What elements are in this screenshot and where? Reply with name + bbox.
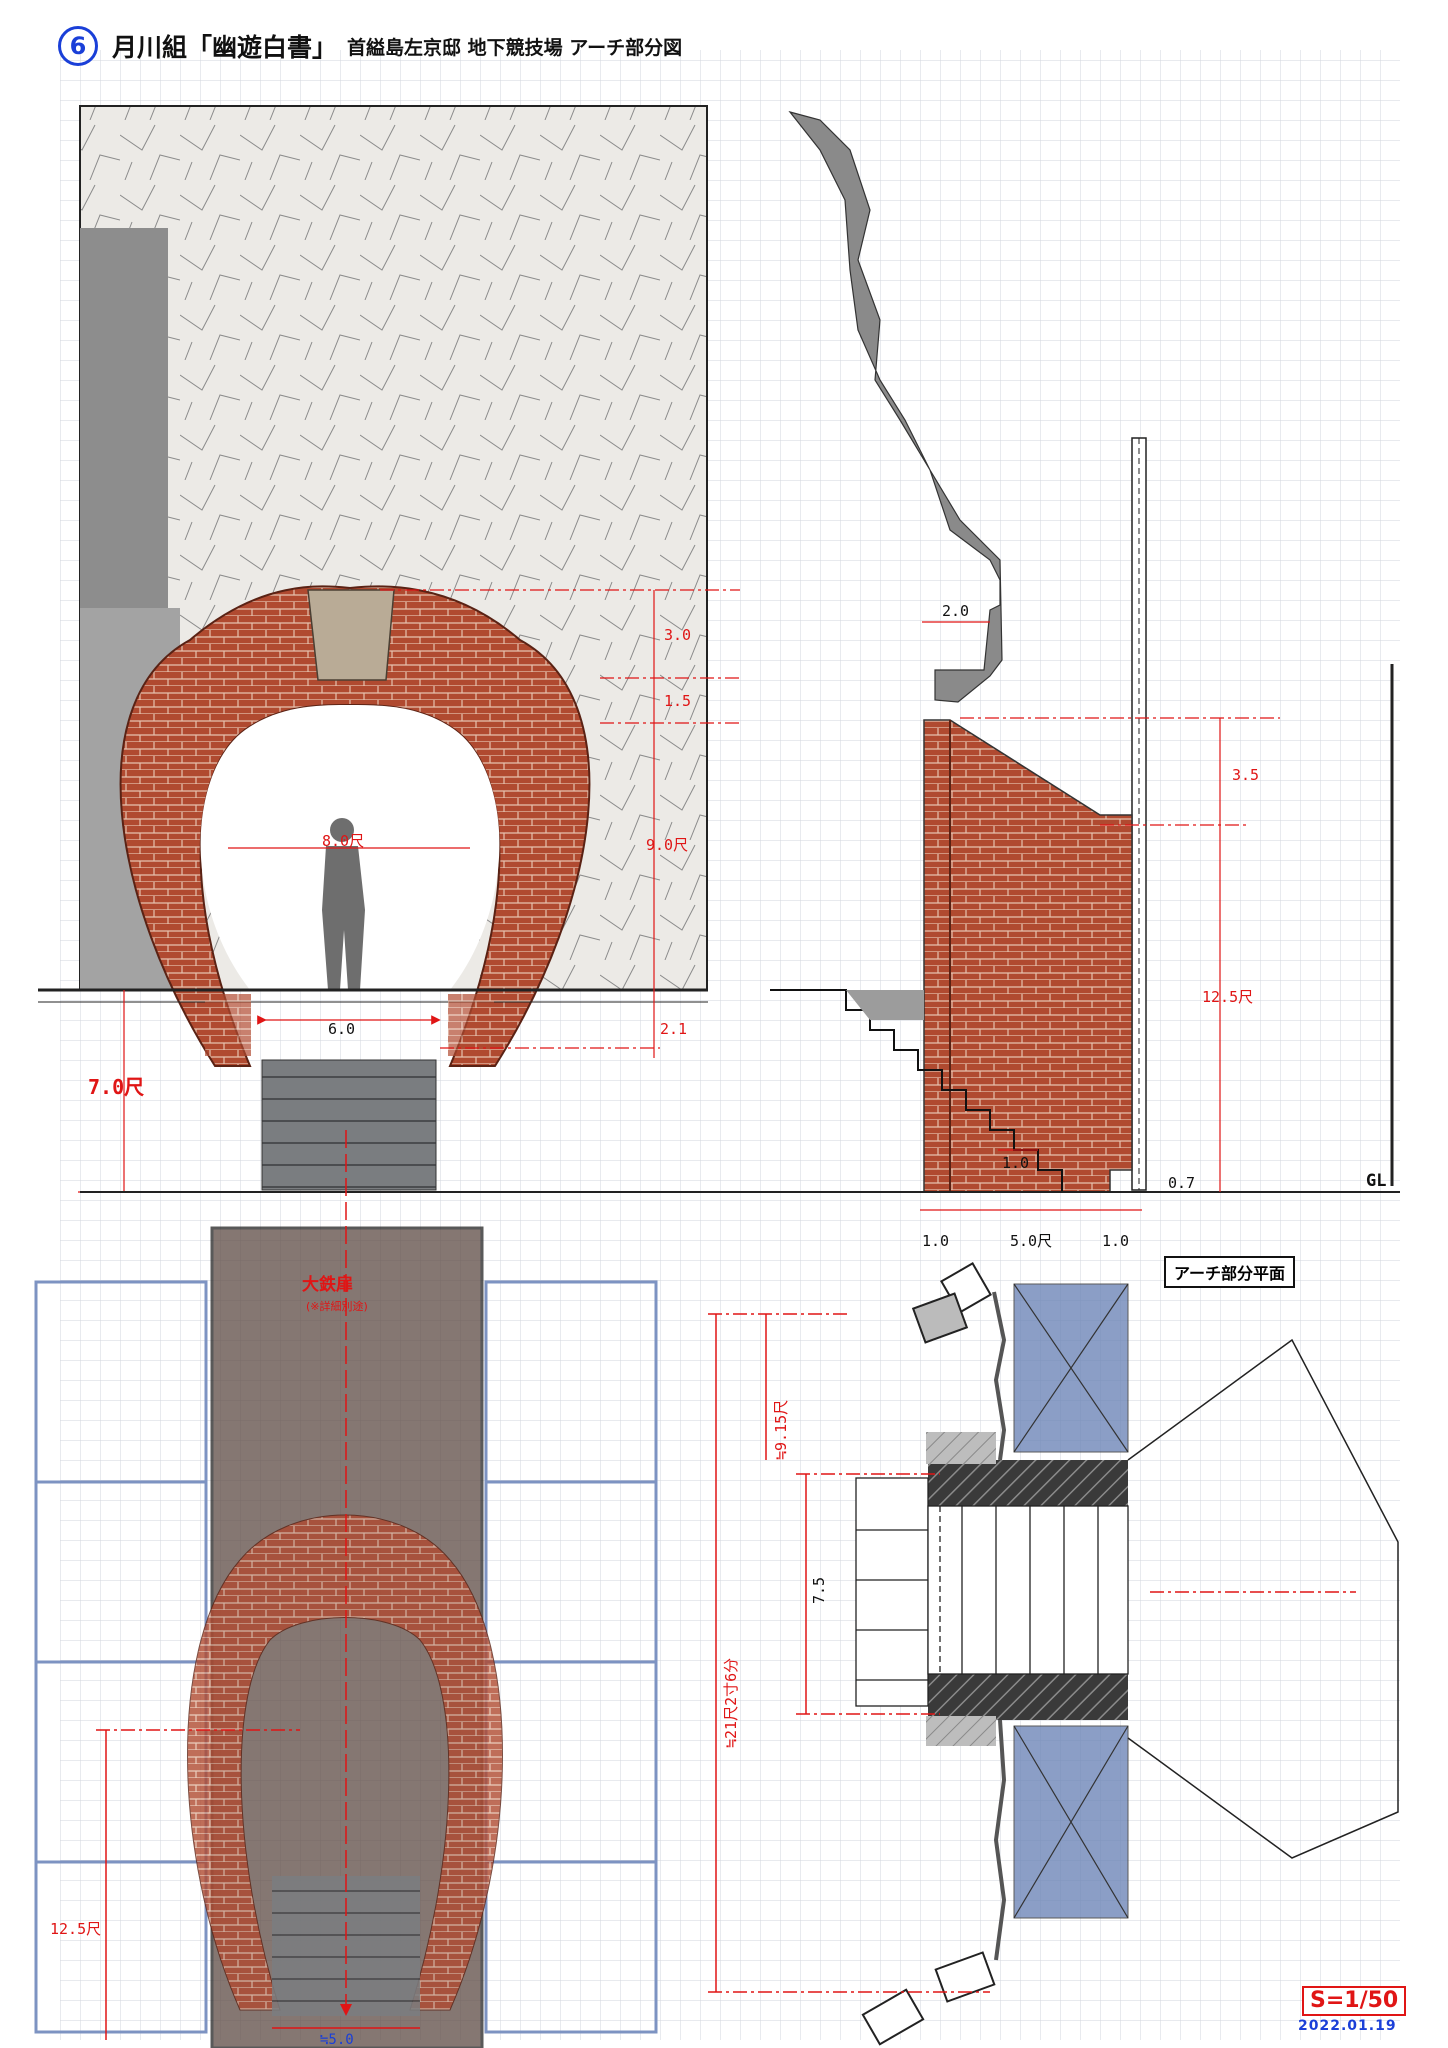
dim-1-5: 1.5 (664, 692, 691, 710)
front-elevation (38, 105, 708, 1191)
wall-hatch-light-top (926, 1432, 996, 1464)
plan-corridor (855, 1477, 1129, 1707)
wall-hatch-top (928, 1460, 1128, 1506)
cave-outline (1127, 1338, 1399, 1859)
plan-left (34, 1226, 658, 2048)
dim-5-0: 5.0尺 (1010, 1232, 1052, 1250)
plan-arch-ring (187, 1514, 503, 2011)
dim-7-0: 7.0尺 (88, 1075, 144, 1099)
drawing-date: 2022.01.19 (1298, 2018, 1397, 2034)
arch-plan-title: アーチ部分平面 (1164, 1256, 1296, 1288)
crate-d (861, 1988, 925, 2046)
plan-right-dimensions (708, 1313, 1356, 1993)
concrete-pillar-upper (80, 228, 168, 608)
dim-7-5: 7.5 (810, 1577, 828, 1604)
blue-block-bottom-x (1013, 1725, 1129, 1919)
dim-2-1: 2.1 (660, 1020, 687, 1038)
iron-door-note: (※詳細別途) (306, 1299, 368, 1313)
dim-5-0-plan: ≒5.0 (320, 2032, 354, 2048)
dim-0-7: 0.7 (1168, 1174, 1195, 1192)
human-silhouette (322, 818, 365, 990)
scale-label: S=1/50 (1302, 1986, 1407, 2016)
plan-right (855, 1262, 1399, 2046)
iron-door-label: 大鉄扉 (302, 1274, 353, 1295)
stair-flight (261, 1059, 437, 1191)
dim-12-5-plan: 12.5尺 (50, 1920, 101, 1938)
arch-keystone (307, 589, 395, 681)
dim-2-0: 2.0 (942, 602, 969, 620)
dim-3-5: 3.5 (1232, 766, 1259, 784)
dim-21-2-6: ≒21尺2寸6分 (722, 1658, 740, 1748)
section-landing (846, 990, 924, 1020)
sheet-header: 6 月川組「幽遊白書」 首縊島左京邸 地下競技場 アーチ部分図 (58, 26, 682, 66)
dim-3-0: 3.0 (664, 626, 691, 644)
dim-9-15: ≒9.15尺 (772, 1400, 790, 1460)
dim-1-0-step: 1.0 (1002, 1154, 1029, 1172)
rock-edge-plan (992, 1291, 1007, 1961)
sheet-title: 月川組「幽遊白書」 (112, 33, 338, 62)
rock-profile (788, 110, 1003, 703)
foundation-left (205, 994, 251, 1056)
plan-left-dimensions (96, 1130, 420, 2040)
sheet-number-badge: 6 (58, 26, 98, 66)
dim-9-0: 9.0尺 (646, 836, 688, 854)
sheet-subtitle: 首縊島左京邸 地下競技場 アーチ部分図 (347, 36, 683, 59)
blue-block-top-x (1013, 1283, 1129, 1453)
crate-b (911, 1292, 969, 1344)
dim-8-0: 8.0尺 (322, 832, 364, 850)
wall-hatch-bottom (928, 1674, 1128, 1720)
crate-c (934, 1951, 996, 2003)
foundation-right (448, 994, 494, 1056)
side-section (80, 110, 1400, 1193)
dim-12-5-section: 12.5尺 (1202, 988, 1253, 1006)
section-dimensions (920, 621, 1280, 1211)
dim-1-0-left: 1.0 (922, 1232, 949, 1250)
wall-hatch-light-bottom (926, 1716, 996, 1746)
dim-1-0-right: 1.0 (1102, 1232, 1129, 1250)
gl-label: GL (1366, 1171, 1386, 1191)
dim-6-0: 6.0 (328, 1020, 355, 1038)
